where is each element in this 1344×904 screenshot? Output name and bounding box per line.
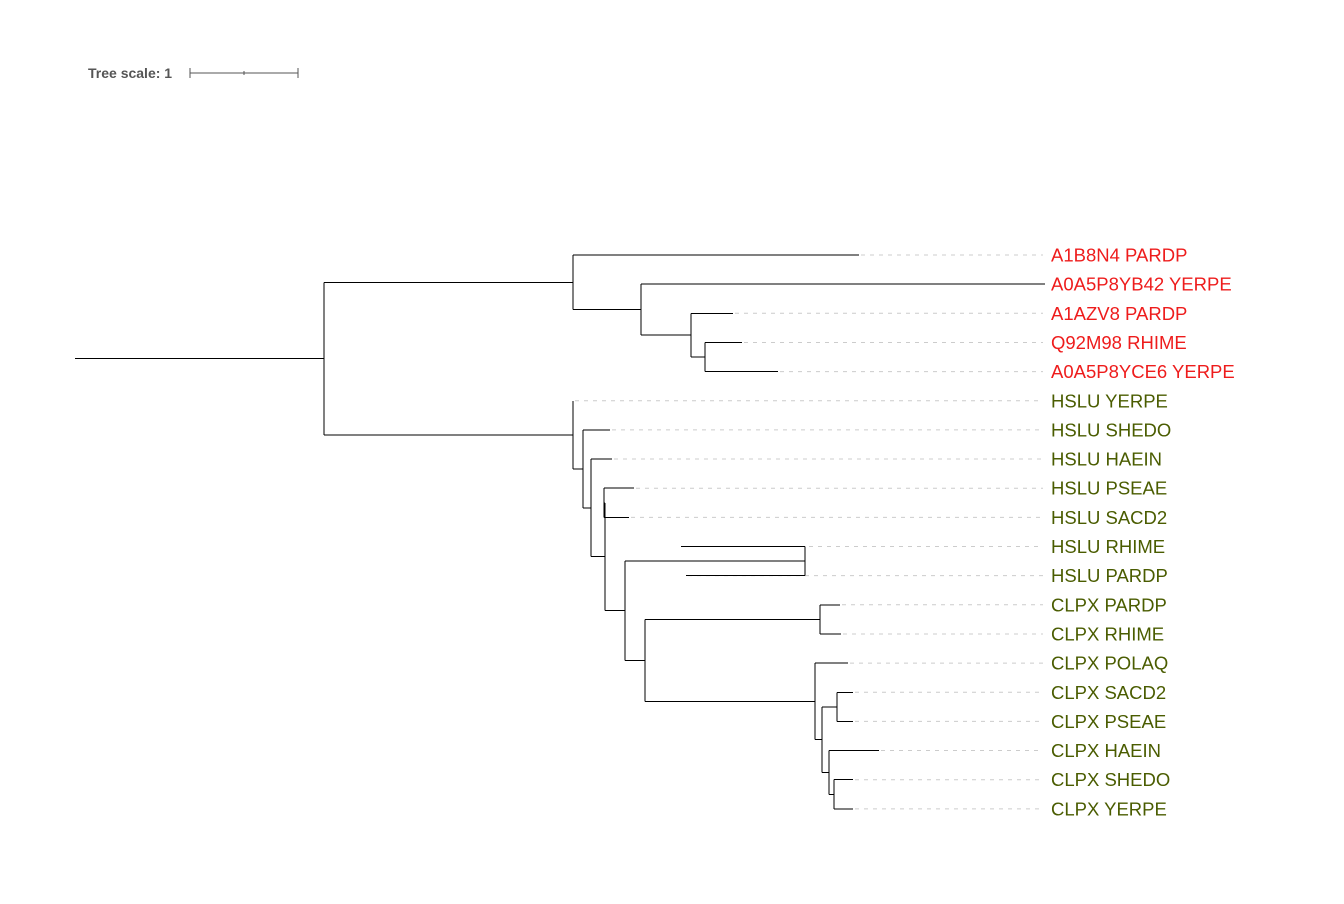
- leaf-label: CLPX SACD2: [1051, 682, 1166, 703]
- leaf-label: HSLU SACD2: [1051, 507, 1167, 528]
- leaf-label: CLPX PARDP: [1051, 594, 1167, 615]
- leaf-label: HSLU PSEAE: [1051, 478, 1167, 499]
- leaf-label: A1B8N4 PARDP: [1051, 245, 1187, 266]
- leaf-label: CLPX PSEAE: [1051, 711, 1166, 732]
- leaf-labels: A1B8N4 PARDP A0A5P8YB42 YERPE A1AZV8 PARDP…: [1051, 245, 1235, 820]
- leaf-label: CLPX POLAQ: [1051, 653, 1168, 674]
- leaf-label: A0A5P8YB42 YERPE: [1051, 274, 1232, 295]
- tree-scale-label: Tree scale: 1: [88, 65, 172, 81]
- leaf-label: CLPX YERPE: [1051, 798, 1167, 819]
- leaf-label: Q92M98 RHIME: [1051, 332, 1187, 353]
- tree-scale-legend: Tree scale: 1: [88, 65, 299, 81]
- leaf-label: CLPX SHEDO: [1051, 769, 1170, 790]
- leaf-label: HSLU SHEDO: [1051, 419, 1171, 440]
- leaf-label: CLPX RHIME: [1051, 623, 1164, 644]
- tree-scale-bar: [189, 68, 299, 78]
- leaf-label: HSLU PARDP: [1051, 565, 1168, 586]
- leaf-guide-lines: [575, 254, 1043, 810]
- leaf-label: HSLU RHIME: [1051, 536, 1165, 557]
- leaf-label: HSLU HAEIN: [1051, 449, 1162, 470]
- leaf-label: CLPX HAEIN: [1051, 740, 1161, 761]
- tree-branches: [75, 254, 1045, 810]
- leaf-label: A0A5P8YCE6 YERPE: [1051, 361, 1235, 382]
- leaf-label: HSLU YERPE: [1051, 390, 1168, 411]
- leaf-label: A1AZV8 PARDP: [1051, 303, 1187, 324]
